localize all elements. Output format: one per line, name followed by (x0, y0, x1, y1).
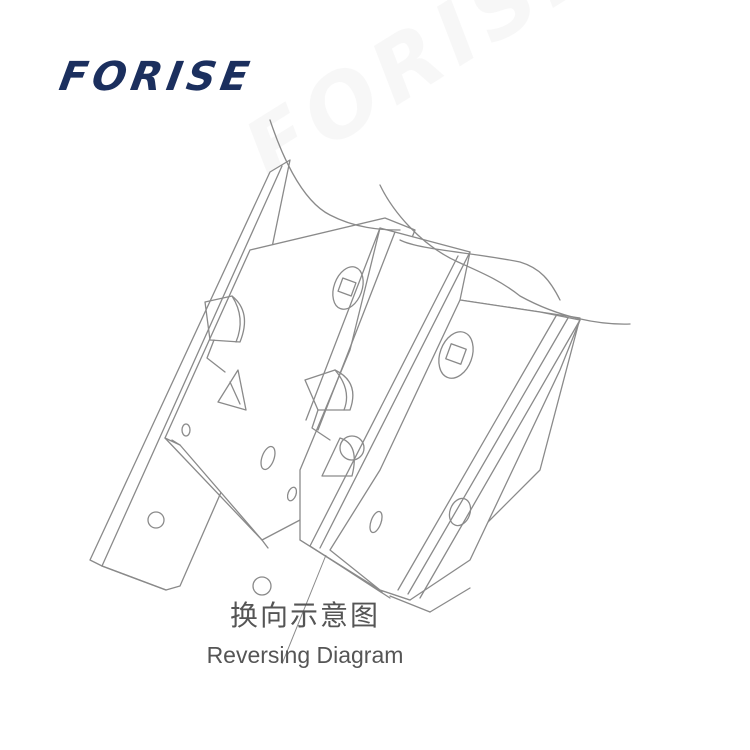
leader-line (281, 554, 327, 665)
caption-chinese: 换向示意图 (229, 599, 380, 632)
deadbolt (321, 437, 355, 477)
screw-hole-icon (260, 445, 276, 471)
caption-english: Reversing Diagram (206, 642, 404, 668)
screw-hole-icon (286, 486, 298, 502)
screw-hole-icon (147, 511, 165, 529)
screw-hole-icon (181, 423, 191, 437)
spindle-hole-icon (332, 266, 364, 310)
screw-hole-icon (369, 510, 383, 534)
screw-hole-icon (448, 497, 472, 527)
spindle-hole-icon (438, 331, 474, 379)
front-lock-body (252, 227, 581, 613)
break-lines (269, 119, 631, 325)
deadbolt (217, 369, 247, 411)
screw-hole-icon (252, 576, 272, 596)
